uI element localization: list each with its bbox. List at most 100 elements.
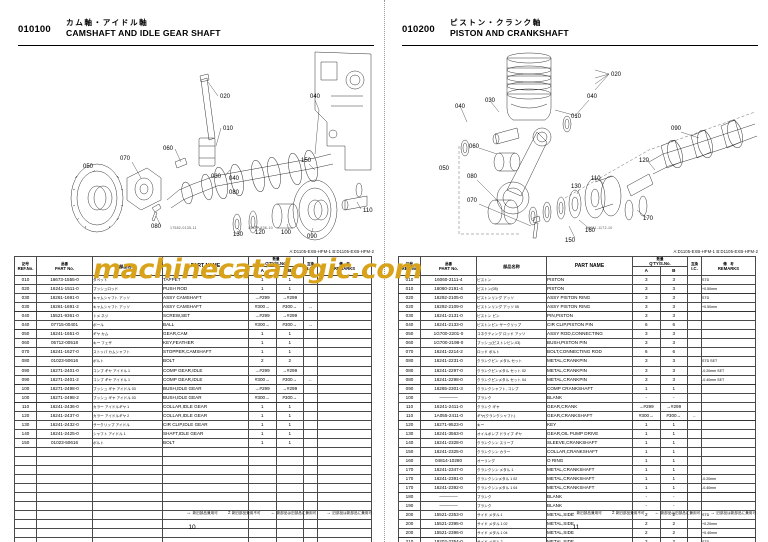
cell-qty-a: #300→: [248, 320, 277, 331]
cell-qty-b: 1: [659, 446, 688, 457]
cell-ref-no: 090: [14, 374, 37, 385]
cell-qty-b: 1: [275, 419, 304, 430]
cell-remarks: [701, 446, 756, 457]
cell-remarks: [701, 410, 756, 421]
cell-qty-a: →#299: [632, 401, 661, 412]
cell-empty: [92, 483, 163, 494]
cell-part-no: 04814-10280: [420, 455, 477, 467]
cell-part-name-jp: クランクピンメタル セット 02: [476, 365, 547, 376]
cell-ref-no: 080: [14, 356, 37, 367]
cell-interchange: [687, 537, 702, 542]
svg-text:040: 040: [455, 104, 466, 110]
cell-qty-a: 6: [632, 320, 661, 331]
cell-part-no: 16241-2231-0: [420, 356, 477, 367]
cell-empty: [303, 455, 318, 467]
cell-interchange: [687, 446, 702, 457]
cell-part-name-jp: シャフト アイドル 1: [92, 428, 163, 439]
cell-empty: [317, 483, 372, 494]
cell-qty-b: 1: [275, 347, 304, 358]
col-part-name-jp: 部品名称: [92, 255, 163, 277]
cell-empty: [36, 492, 93, 503]
legend-text: 新旧部品兼用不可: [231, 511, 261, 515]
cell-part-no: 16241-1627-0: [36, 347, 93, 358]
svg-text:020: 020: [611, 72, 622, 78]
cell-qty-b: 3: [659, 311, 688, 322]
cell-empty: [275, 492, 304, 503]
cell-ref-no: 180: [398, 492, 421, 503]
cell-empty: [14, 537, 37, 542]
cell-empty: [162, 446, 249, 457]
svg-text:160: 160: [585, 228, 596, 234]
cell-qty-b: 1: [275, 437, 304, 448]
cell-remarks: [701, 492, 756, 503]
cell-part-name-en: ASSY ROD,CONNECTING: [546, 329, 633, 340]
left-header-row-2: A B: [15, 265, 372, 277]
cell-part-name-en: PISTON: [546, 275, 633, 286]
table-row-empty: [14, 474, 372, 485]
cell-qty-a: 1: [248, 437, 277, 448]
cell-qty-b: -: [659, 492, 688, 503]
cell-qty-b: -: [659, 392, 688, 403]
cell-ref-no: 080: [398, 374, 421, 385]
cell-interchange: [687, 293, 702, 304]
cell-qty-b: →#299: [659, 401, 688, 412]
cell-qty-a: 6: [632, 347, 661, 358]
cell-remarks: [317, 302, 372, 313]
cell-part-no: 16241-2325-0: [420, 446, 477, 457]
cell-part-no: 16673-1555-0: [36, 275, 93, 286]
legend-item: ← 新部品は旧部品に兼用可: [271, 510, 317, 515]
cell-remarks: -0.20mm SET: [701, 365, 756, 376]
cell-empty: [36, 465, 93, 476]
